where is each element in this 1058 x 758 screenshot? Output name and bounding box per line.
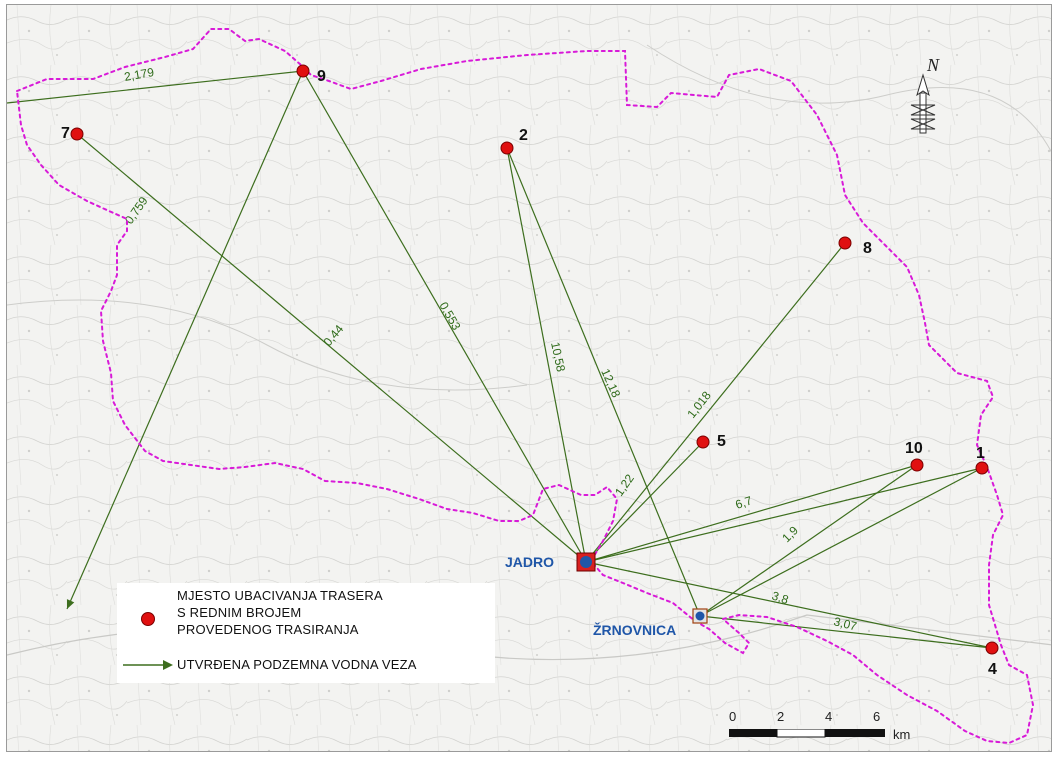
legend-connection-label: UTVRĐENA PODZEMNA VODNA VEZA xyxy=(177,657,417,672)
catchment-boundary xyxy=(15,28,1035,745)
connection-arrowhead xyxy=(66,599,75,609)
connection-line xyxy=(585,242,846,563)
legend-injection-line2: S REDNIM BROJEM xyxy=(177,605,302,620)
zrnovnica-spring-dot xyxy=(695,611,705,621)
map-legend: MJESTO UBACIVANJA TRASERA S REDNIM BROJE… xyxy=(117,583,495,683)
injection-point-2 xyxy=(500,141,514,155)
connection-line xyxy=(506,147,587,563)
scale-tick: 2 xyxy=(777,709,785,724)
legend-connection-arrow-icon xyxy=(123,660,173,670)
injection-points: 1 2 4 5 7 8 9 10 xyxy=(61,64,999,678)
injection-point-1 xyxy=(975,461,989,475)
terrain-line xyxy=(7,299,528,391)
injection-point-label: 7 xyxy=(61,125,70,142)
connection-distance-label: 2,179 xyxy=(123,65,155,84)
springs: JADRO ŽRNOVNICA xyxy=(505,552,708,638)
connection-line xyxy=(699,615,993,649)
injection-point-label: 1 xyxy=(976,445,985,462)
jadro-label: JADRO xyxy=(505,554,554,570)
injection-point-5 xyxy=(696,435,710,449)
connection-line xyxy=(302,70,587,563)
connection-line xyxy=(585,561,993,649)
injection-point-label: 4 xyxy=(988,661,997,678)
north-label: N xyxy=(926,55,940,75)
injection-point-8 xyxy=(838,236,852,250)
connection-line xyxy=(585,464,918,563)
connection-distance-label: 3,8 xyxy=(770,589,791,608)
injection-point-9 xyxy=(296,64,310,78)
injection-point-label: 5 xyxy=(717,433,726,450)
terrain-line xyxy=(646,44,1051,153)
north-arrow-icon: N xyxy=(910,55,940,134)
connection-line xyxy=(585,441,704,563)
scale-tick: 6 xyxy=(873,709,881,724)
connection-line xyxy=(699,464,918,617)
connection-line xyxy=(7,70,304,104)
injection-point-label: 8 xyxy=(863,240,872,257)
injection-point-7 xyxy=(70,127,84,141)
connection-line xyxy=(585,467,983,563)
jadro-spring-dot xyxy=(580,556,592,568)
connection-line xyxy=(699,467,983,617)
scale-tick: 4 xyxy=(825,709,833,724)
scale-bar: 0 2 4 6 km xyxy=(727,709,927,749)
connection-line xyxy=(66,70,304,610)
scale-bar-graphic xyxy=(729,729,885,738)
injection-point-label: 2 xyxy=(519,127,528,144)
legend-injection-point-icon xyxy=(141,612,155,626)
connection-distance-label: 3,07 xyxy=(832,614,858,633)
injection-point-label: 9 xyxy=(317,68,326,85)
injection-point-4 xyxy=(985,641,999,655)
legend-injection-line1: MJESTO UBACIVANJA TRASERA xyxy=(177,588,383,603)
connection-distance-label: 10,58 xyxy=(548,341,568,374)
scale-tick: 0 xyxy=(729,709,737,724)
scale-unit: km xyxy=(893,727,911,742)
connection-distance-label: 6,7 xyxy=(734,493,755,512)
injection-point-10 xyxy=(910,458,924,472)
connection-line xyxy=(76,133,587,563)
zrnovnica-label: ŽRNOVNICA xyxy=(593,621,676,638)
legend-injection-line3: PROVEDENOG TRASIRANJA xyxy=(177,622,359,637)
injection-point-label: 10 xyxy=(905,440,923,457)
